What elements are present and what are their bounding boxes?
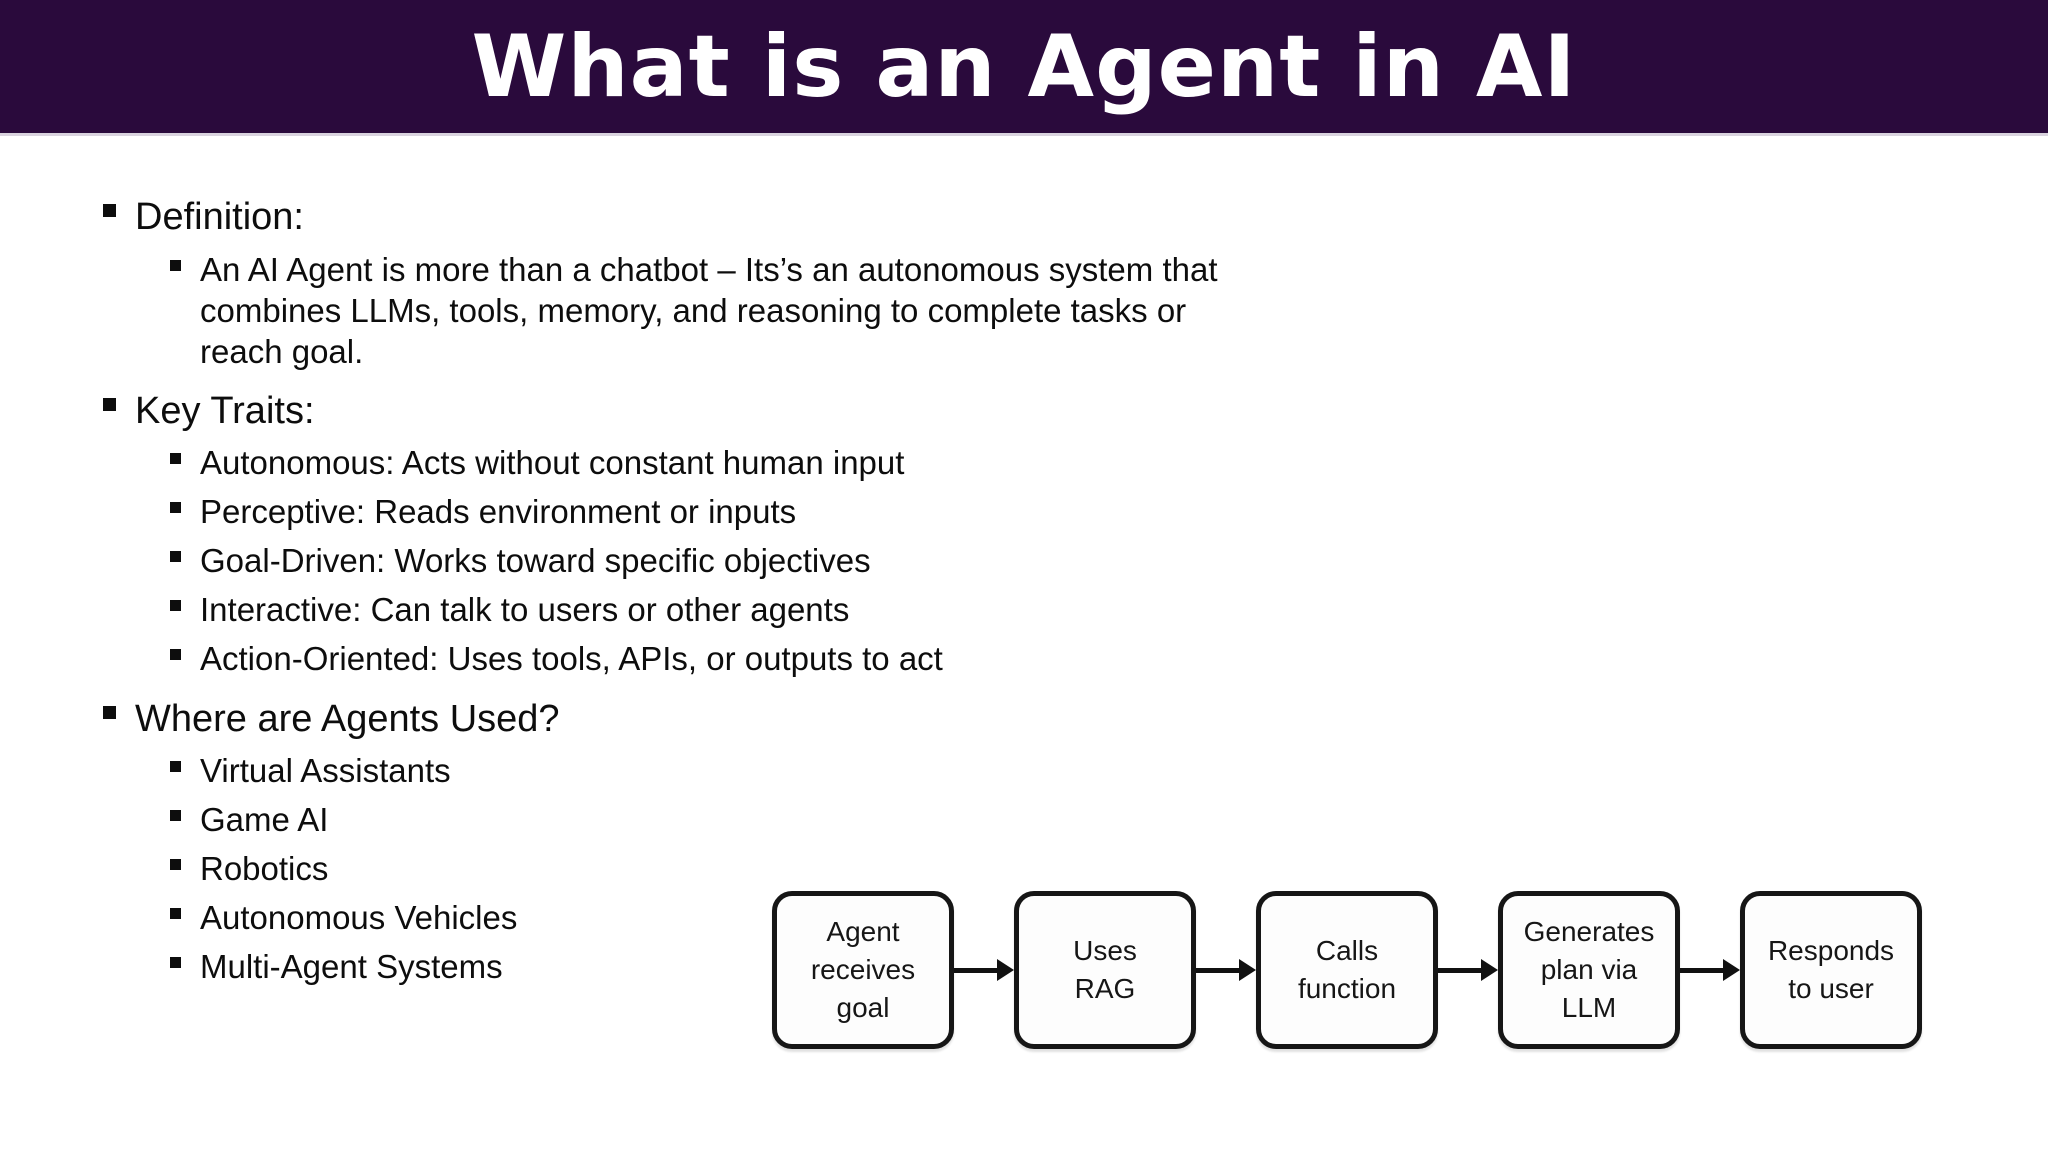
section-heading-text: Where are Agents Used? — [135, 698, 560, 740]
bullet-square-icon — [170, 957, 181, 968]
bullet-item: Autonomous Vehicles — [0, 893, 2048, 942]
bullet-item: Autonomous: Acts without constant human … — [0, 438, 2048, 487]
bullet-item: Robotics — [0, 844, 2048, 893]
bullet-square-icon — [103, 398, 116, 411]
arrow-shaft — [954, 967, 997, 973]
flow-arrow-icon — [1196, 959, 1256, 981]
bullet-square-icon — [170, 551, 181, 562]
flow-step-line: Responds — [1767, 935, 1895, 966]
flow-arrow-icon — [1680, 959, 1740, 981]
bullet-item-text: Goal-Driven: Works toward specific objec… — [200, 536, 871, 585]
bullet-item-text: Game AI — [200, 795, 328, 844]
bullet-item-text: Interactive: Can talk to users or other … — [200, 585, 849, 634]
bullet-item: Game AI — [0, 795, 2048, 844]
bullet-item-text: Virtual Assistants — [200, 746, 451, 795]
bullet-item-text: Action-Oriented: Uses tools, APIs, or ou… — [200, 634, 943, 683]
flow-step-line: to user — [1788, 973, 1874, 1004]
section-heading: Definition: — [0, 190, 2048, 244]
bullet-item-line: Autonomous Vehicles — [200, 899, 518, 936]
bullet-square-icon — [170, 908, 181, 919]
arrow-shaft — [1438, 967, 1481, 973]
bullet-item: Perceptive: Reads environment or inputs — [0, 487, 2048, 536]
flow-step-line: plan via — [1540, 954, 1638, 985]
bullet-item-line: Interactive: Can talk to users or other … — [200, 591, 850, 628]
bullet-item-line: Autonomous: Acts without constant human … — [200, 444, 905, 481]
bullet-item-text: Robotics — [200, 844, 328, 893]
bullet-item-line: Goal-Driven: Works toward specific objec… — [200, 542, 871, 579]
bullet-square-icon — [170, 810, 181, 821]
bullet-square-icon — [103, 706, 116, 719]
flow-step-line: LLM — [1561, 992, 1617, 1023]
arrow-head — [1723, 959, 1740, 981]
section-heading: Key Traits: — [0, 384, 2048, 438]
bullet-square-icon — [170, 859, 181, 870]
arrow-shaft — [1196, 967, 1239, 973]
flow-step: Calls function — [1256, 891, 1438, 1049]
bullet-item: An AI Agent is more than a chatbot – Its… — [0, 249, 2048, 372]
flow-step-line: Generates — [1523, 916, 1655, 947]
arrow-head — [997, 959, 1014, 981]
section-heading: Where are Agents Used? — [0, 692, 2048, 746]
flow-step-line: Uses — [1073, 935, 1137, 966]
slide-body: Definition: An AI Agent is more than a ch… — [0, 136, 2048, 1049]
bullet-item: Interactive: Can talk to users or other … — [0, 585, 2048, 634]
bullet-square-icon — [170, 649, 181, 660]
section-heading-text: Definition: — [135, 196, 304, 238]
bullet-square-icon — [103, 204, 116, 217]
bullet-item-line: Multi-Agent Systems — [200, 948, 503, 985]
slide-title: What is an Agent in AI — [471, 16, 1577, 117]
flow-step-line: goal — [836, 992, 890, 1023]
section-heading-text: Key Traits: — [135, 390, 315, 432]
bullet-item: Virtual Assistants — [0, 746, 2048, 795]
bullet-item-line: combines LLMs, tools, memory, and reason… — [200, 292, 1187, 329]
arrow-shaft — [1680, 967, 1723, 973]
flow-step-line: receives — [810, 954, 916, 985]
bullet-item-line: Action-Oriented: Uses tools, APIs, or ou… — [200, 640, 943, 677]
bullet-item: Goal-Driven: Works toward specific objec… — [0, 536, 2048, 585]
bullet-square-icon — [170, 453, 181, 464]
flow-step: Responds to user — [1740, 891, 1922, 1049]
bullet-item-line: Robotics — [200, 850, 329, 887]
arrow-head — [1239, 959, 1256, 981]
bullet-list: Definition: An AI Agent is more than a ch… — [0, 136, 2048, 991]
flow-step-line: function — [1297, 973, 1397, 1004]
bullet-item: Multi-Agent Systems — [0, 942, 2048, 991]
bullet-item-line: Virtual Assistants — [200, 752, 451, 789]
flow-step: Agent receives goal — [772, 891, 954, 1049]
bullet-item-text: Autonomous: Acts without constant human … — [200, 438, 904, 487]
bullet-item-line: Perceptive: Reads environment or inputs — [200, 493, 797, 530]
bullet-square-icon — [170, 260, 181, 271]
flow-arrow-icon — [1438, 959, 1498, 981]
bullet-item-text: An AI Agent is more than a chatbot – Its… — [200, 249, 1218, 372]
bullet-item-line: reach goal. — [200, 333, 364, 370]
bullet-item-text: Autonomous Vehicles — [200, 893, 517, 942]
bullet-square-icon — [170, 761, 181, 772]
flow-step-line: Agent — [826, 916, 900, 947]
bullet-item-text: Perceptive: Reads environment or inputs — [200, 487, 796, 536]
bullet-square-icon — [170, 502, 181, 513]
bullet-square-icon — [170, 600, 181, 611]
bullet-item-line: An AI Agent is more than a chatbot – Its… — [200, 251, 1218, 288]
bullet-item: Action-Oriented: Uses tools, APIs, or ou… — [0, 634, 2048, 683]
flow-step-line: RAG — [1074, 973, 1136, 1004]
flow-arrow-icon — [954, 959, 1014, 981]
arrow-head — [1481, 959, 1498, 981]
bullet-item-text: Multi-Agent Systems — [200, 942, 503, 991]
title-bar: What is an Agent in AI — [0, 0, 2048, 136]
flow-step-line: Calls — [1315, 935, 1379, 966]
bullet-item-line: Game AI — [200, 801, 329, 838]
